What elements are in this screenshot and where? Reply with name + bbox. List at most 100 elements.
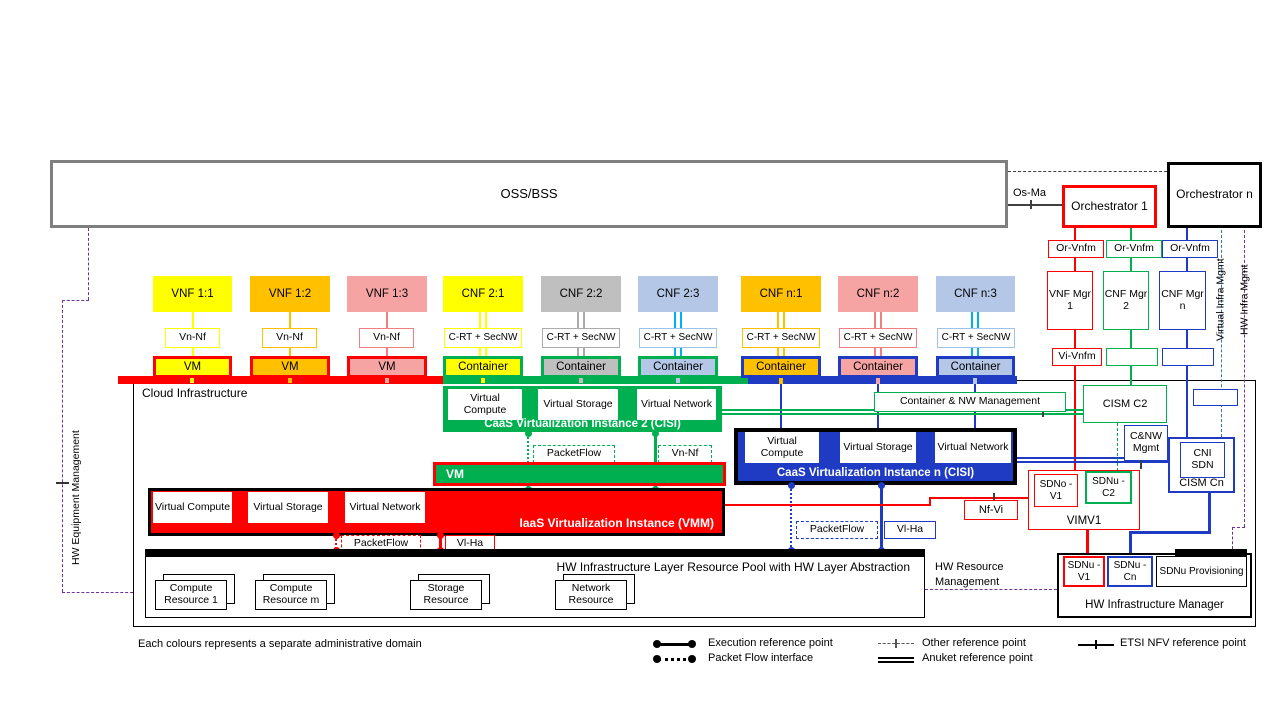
cnf-box-2-2: CNF 2:2 [541, 276, 621, 312]
or-vnfm-label-blue: Or-Vnfm [1162, 240, 1218, 258]
vm-unit-2: VM [250, 356, 330, 378]
iaas-vlha-solid-line [439, 536, 442, 552]
nf-vi-line-step [929, 497, 931, 506]
caas2-virtual-storage: Virtual Storage [538, 389, 618, 420]
cnf-box-n-3: CNF n:3 [936, 276, 1015, 312]
cnf-box-2-1: CNF 2:1 [443, 276, 523, 312]
os-ma-line [1008, 204, 1062, 206]
iaas-vlha-dot-top [437, 532, 444, 539]
bar-tick-cn1 [779, 378, 783, 384]
cismcn-sdnucn-line-v2 [1129, 531, 1132, 553]
iaas-box: IaaS Virtualization Instance (VMM) [148, 488, 725, 536]
iaas-virtual-network: Virtual Network [345, 492, 425, 523]
container-nw-mgmt-label: Container & NW Management [874, 392, 1066, 412]
cism-c2-sdnu-dashed-line [1117, 423, 1118, 471]
vnf-mgr-1-box: VNF Mgr 1 [1047, 271, 1093, 330]
network-resource-box: Network Resource [555, 580, 627, 610]
caasn-stub-1 [780, 384, 782, 428]
caas2-domain-green-bar [443, 376, 782, 384]
cnf-box-n-1: CNF n:1 [741, 276, 821, 312]
legend-packetflow-label: Packet Flow interface [708, 652, 814, 664]
or-vnfm-label-green: Or-Vnfm [1106, 240, 1162, 258]
legend-execution-dot-right [688, 640, 696, 648]
cnw-mgmt-box: C&NW Mgmt [1124, 425, 1168, 461]
container-unit-n-2: Container [838, 356, 918, 378]
vn-nf-label-1: Vn-Nf [165, 328, 220, 348]
cismcn-sdnucn-line-h [1129, 531, 1211, 534]
caas2-packetflow-dot-top [525, 430, 532, 437]
hw-equipment-management-label: HW Equipment Management [70, 430, 83, 565]
caasn-virtual-network: Virtual Network [935, 432, 1011, 463]
caasn-cism-anuket-line-b [1017, 461, 1168, 463]
sdnu-provisioning-box: SDNu Provisioning [1156, 556, 1247, 587]
container-unit-n-1: Container [741, 356, 821, 378]
bar-tick-vm2 [288, 377, 292, 383]
container-unit-2-3: Container [638, 356, 718, 378]
caas2-cism-anuket-line-b [722, 413, 1083, 415]
orchestrator-1-box: Orchestrator 1 [1062, 185, 1157, 228]
iaas-packetflow-dot-top [333, 532, 340, 539]
hw-pool-title: HW Infrastructure Layer Resource Pool wi… [556, 560, 910, 574]
crt-secnw-label-2-3: C-RT + SecNW [639, 328, 717, 348]
hw-equipment-line-bottom [62, 592, 133, 593]
legend-other-tick [895, 639, 897, 648]
vi-vnfm-equivalent-blue-box [1162, 348, 1214, 366]
caas2-vnnf-label: Vn-Nf [658, 445, 712, 463]
iaas-vm-label: VM [446, 467, 464, 481]
hw-equipment-line-jog [62, 300, 89, 301]
sdnu-v1-hw-box: SDNu -V1 [1063, 556, 1105, 587]
virtual-infra-mgmt-label: Virtual Infra Mgmt [1214, 258, 1227, 341]
bar-tick-c22 [579, 377, 583, 383]
caas2-title: CaaS Virtualization Instance 2 (CISI) [484, 418, 681, 430]
legend-execution-label: Execution reference point [708, 637, 833, 649]
legend-anuket-line-a [878, 657, 914, 659]
nf-vi-line-left [725, 504, 931, 506]
oss-bss-box: OSS/BSS [50, 160, 1008, 228]
hw-equipment-line-top [88, 228, 89, 300]
iaas-domain-red-bar [118, 376, 450, 384]
hw-infra-mgmt-dashed-line [1244, 230, 1245, 527]
legend-other-label: Other reference point [922, 637, 1026, 649]
caasn-vlha-solid-line [880, 485, 883, 551]
compute-resource-1-box: Compute Resource 1 [155, 580, 227, 610]
hw-equipment-line-vertical [62, 300, 63, 592]
vm-unit-1: VM [153, 356, 232, 378]
legend-etsi-tick [1095, 640, 1097, 649]
iaas-virtual-compute: Virtual Compute [153, 492, 232, 523]
legend-packetflow-line [658, 658, 692, 661]
cism-c2-box: CISM C2 [1083, 385, 1167, 423]
vim-sdnuv1-red-line [1086, 530, 1089, 553]
vnf-box-1-1: VNF 1:1 [153, 276, 232, 312]
iaas-title: IaaS Virtualization Instance (VMM) [519, 516, 714, 530]
nf-vi-label: Nf-Vi [964, 500, 1018, 520]
legend-packetflow-dot-right [688, 655, 696, 663]
hw-infra-mgmt-dashed-jog [1232, 527, 1245, 528]
container-unit-n-3: Container [936, 356, 1015, 378]
iaas-virtual-storage: Virtual Storage [248, 492, 328, 523]
hw-infra-mgmt-label: HW Infra Mgmt [1238, 264, 1251, 336]
hw-equipment-line-tick [56, 482, 69, 484]
sdnu-provisioning-bar [1175, 549, 1247, 557]
vi-vnfm-label: Vi-Vnfm [1052, 348, 1102, 366]
crt-secnw-label-n-3: C-RT + SecNW [937, 328, 1015, 348]
legend-execution-dot-left [653, 640, 661, 648]
vn-nf-label-3: Vn-Nf [359, 328, 414, 348]
legend-admin-note: Each colours represents a separate admin… [138, 638, 422, 650]
bar-tick-c23 [676, 377, 680, 383]
sdnu-c2-box: SDNu -C2 [1085, 471, 1132, 504]
vnf-box-1-3: VNF 1:3 [347, 276, 427, 312]
caas2-vnnf-dot-top [652, 430, 659, 437]
os-ma-tick [1030, 200, 1032, 209]
iaas-packetflow-dotted-line [335, 536, 337, 552]
cni-sdn-box: CNI SDN [1180, 442, 1225, 478]
caas2-virtual-compute: Virtual Compute [448, 389, 522, 420]
bar-tick-cn2 [876, 378, 880, 384]
vimv1-title: VIMV1 [1066, 515, 1102, 527]
cloud-infrastructure-label: Cloud Infrastructure [142, 386, 248, 400]
cnf-mgr-n-box: CNF Mgr n [1159, 271, 1206, 330]
caasn-virtual-compute: Virtual Compute [745, 432, 819, 463]
nf-vi-line-right [929, 497, 1028, 499]
cismcn-sdnucn-line-v1 [1208, 493, 1211, 533]
hw-infra-manager-title: HW Infrastructure Manager [1085, 599, 1224, 611]
